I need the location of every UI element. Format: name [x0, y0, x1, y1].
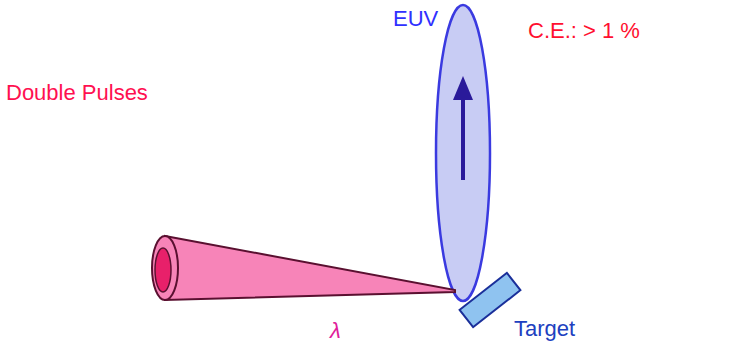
euv-arrow [461, 98, 465, 180]
target-label: Target [514, 316, 575, 341]
wavelength-label: λ [330, 318, 341, 343]
laser-beam [165, 236, 455, 300]
target-plate [460, 273, 521, 327]
euv-arrowhead [453, 76, 473, 100]
beam-end [152, 236, 178, 300]
laser-label: Double Pulses [6, 80, 148, 105]
euv-lobe [436, 5, 490, 301]
emission-label: EUV [393, 6, 438, 31]
beam-core [155, 248, 171, 292]
efficiency-label: C.E.: > 1 % [528, 18, 640, 43]
